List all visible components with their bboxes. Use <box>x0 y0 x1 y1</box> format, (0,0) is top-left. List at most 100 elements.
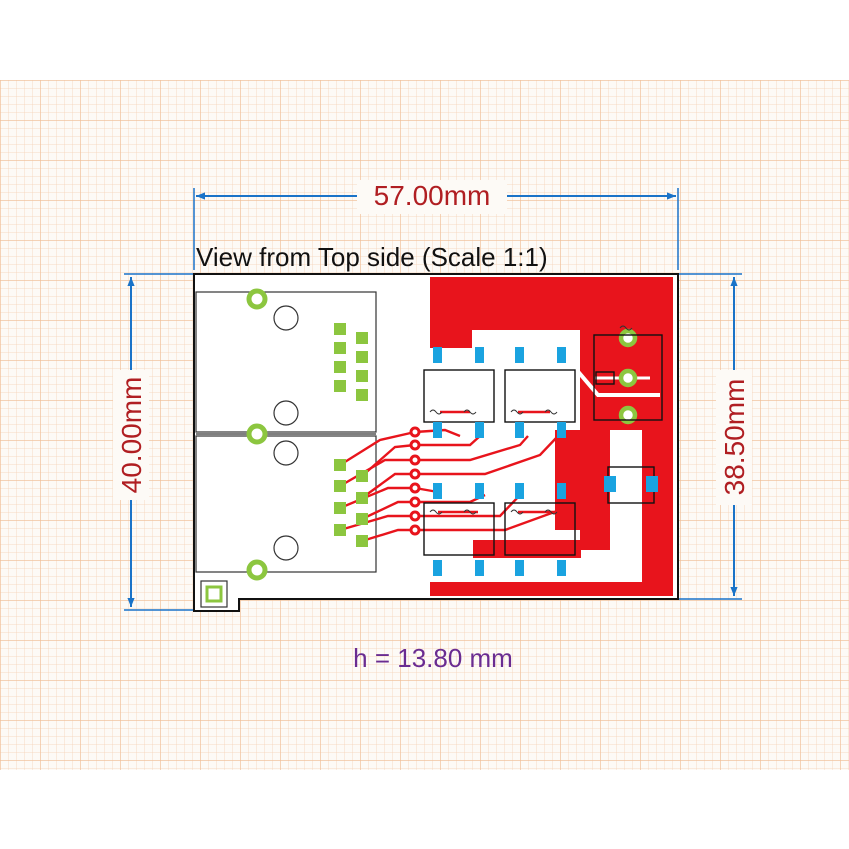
via <box>246 559 268 581</box>
pour-gap-trace <box>573 366 660 397</box>
header-top <box>334 323 368 401</box>
right-height-label: 38.50mm <box>719 379 750 496</box>
via <box>618 368 638 388</box>
via <box>618 405 638 425</box>
header-pin <box>334 380 346 392</box>
smd-pad <box>604 476 616 492</box>
via-small <box>409 482 421 494</box>
square-pad <box>205 585 223 603</box>
symbol-mark <box>544 409 558 415</box>
copper-area-right <box>430 277 673 596</box>
smd-pad <box>475 483 484 499</box>
smd-pad <box>557 483 566 499</box>
width-label: 57.00mm <box>374 180 491 211</box>
height-note: h = 13.80 mm <box>353 643 513 673</box>
header-bottom <box>334 459 368 547</box>
component-u4 <box>504 502 576 556</box>
component-small-box <box>595 371 615 385</box>
mount-hole <box>273 400 299 426</box>
symbol-mark <box>463 409 477 415</box>
smd-pads <box>433 347 658 576</box>
connector-outlines <box>195 291 377 573</box>
via-small <box>409 510 421 522</box>
trace <box>361 528 415 543</box>
left-height-dimension: 40.00mm <box>113 273 194 611</box>
via-small <box>409 468 421 480</box>
trace <box>415 435 559 476</box>
smd-pad <box>433 347 442 363</box>
smd-pad <box>475 560 484 576</box>
header-pin <box>334 524 346 536</box>
small-vias <box>409 426 421 536</box>
symbol-mark <box>544 509 558 515</box>
trace <box>361 500 415 521</box>
trace <box>414 428 461 438</box>
trace <box>415 435 529 462</box>
component-u2 <box>504 369 576 423</box>
signal-traces <box>339 410 564 543</box>
trace <box>339 430 416 467</box>
header-pin <box>356 535 368 547</box>
right-height-dimension: 38.50mm <box>678 273 752 600</box>
header-pin <box>334 323 346 335</box>
component-bodies <box>423 334 663 556</box>
smd-pad <box>433 422 442 438</box>
smd-pad <box>646 476 658 492</box>
symbol-mark <box>463 509 477 515</box>
component-connector <box>593 334 663 421</box>
header-pin <box>356 370 368 382</box>
smd-pad <box>515 347 524 363</box>
jack-bottom-outline <box>195 435 377 573</box>
plated-vias <box>246 288 638 581</box>
component-u1 <box>423 369 495 423</box>
header-pin <box>356 492 368 504</box>
symbol-mark <box>510 409 524 415</box>
via <box>618 328 638 348</box>
smd-pad <box>475 347 484 363</box>
left-height-label: 40.00mm <box>116 377 147 494</box>
smd-pad <box>475 422 484 438</box>
smd-pad <box>557 347 566 363</box>
symbol-mark <box>429 409 443 415</box>
trace <box>339 514 415 532</box>
view-title: View from Top side (Scale 1:1) <box>196 242 548 272</box>
smd-pad <box>433 560 442 576</box>
mount-hole <box>273 440 299 466</box>
via-small <box>409 426 421 438</box>
copper-pour <box>430 277 673 596</box>
via <box>246 288 268 310</box>
smd-pad <box>557 422 566 438</box>
via-small <box>409 524 421 536</box>
trace <box>415 494 521 518</box>
component-u3 <box>423 502 495 556</box>
smd-pad <box>557 560 566 576</box>
header-pin <box>334 502 346 514</box>
header-pin <box>356 513 368 525</box>
header-pin <box>334 480 346 492</box>
header-pin <box>356 470 368 482</box>
header-pin <box>334 342 346 354</box>
trace <box>361 472 415 499</box>
jack-top-outline <box>195 291 377 433</box>
header-pin <box>334 459 346 471</box>
mount-hole <box>273 305 299 331</box>
via-small <box>409 454 421 466</box>
trace <box>415 435 481 447</box>
header-pin <box>334 361 346 373</box>
smd-pad <box>515 483 524 499</box>
via-small <box>409 496 421 508</box>
copper-area-bottom <box>473 540 581 558</box>
trace <box>339 458 415 488</box>
copper-area-inner <box>555 430 580 530</box>
mount-hole <box>273 535 299 561</box>
smd-pad <box>433 483 442 499</box>
symbol-mark <box>619 325 633 331</box>
via <box>246 423 268 445</box>
component-symbols <box>429 325 633 515</box>
width-dimension: 57.00mm <box>193 180 679 270</box>
smd-pad <box>515 560 524 576</box>
symbol-mark <box>429 509 443 515</box>
header-pin <box>356 332 368 344</box>
via-small <box>409 439 421 451</box>
